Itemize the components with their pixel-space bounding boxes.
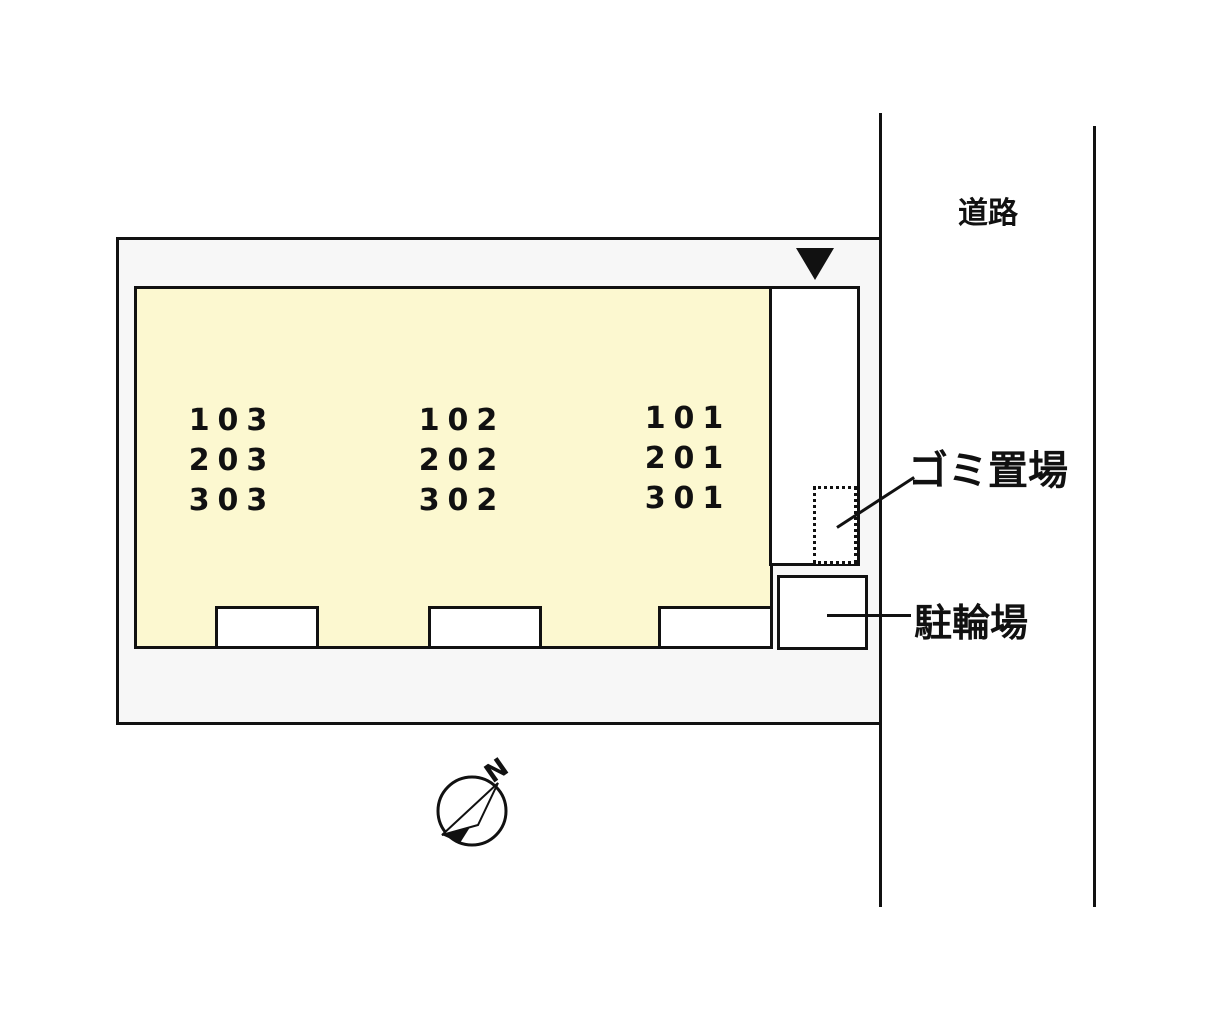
room-number: 203 [188,443,276,478]
bicycle-parking-label: 駐輪場 [914,601,1029,645]
apartment-building: 103 203 303 102 202 302 101 201 301 [134,286,773,649]
balcony-west [215,606,319,649]
entrance-marker-icon [796,248,834,280]
room-number: 302 [418,483,506,518]
room-number: 101 [644,401,732,436]
garbage-spot [813,486,857,564]
road-label: 道路 [958,196,1018,231]
room-number: 201 [644,441,732,476]
balcony-east [658,606,773,649]
room-number: 202 [418,443,506,478]
road-edge-left [879,113,882,907]
compass-icon [436,775,508,847]
room-number: 303 [188,483,276,518]
balcony-middle [428,606,542,649]
garbage-label: ゴミ置場 [908,448,1068,494]
room-column-west: 103 203 303 [177,401,287,521]
room-number: 103 [188,403,276,438]
bicycle-leader-line [827,614,911,617]
road-edge-right [1093,126,1096,907]
room-column-east: 101 201 301 [633,399,743,519]
room-number: 102 [418,403,506,438]
bicycle-parking [777,575,868,650]
room-column-middle: 102 202 302 [407,401,517,521]
room-number: 301 [644,481,732,516]
